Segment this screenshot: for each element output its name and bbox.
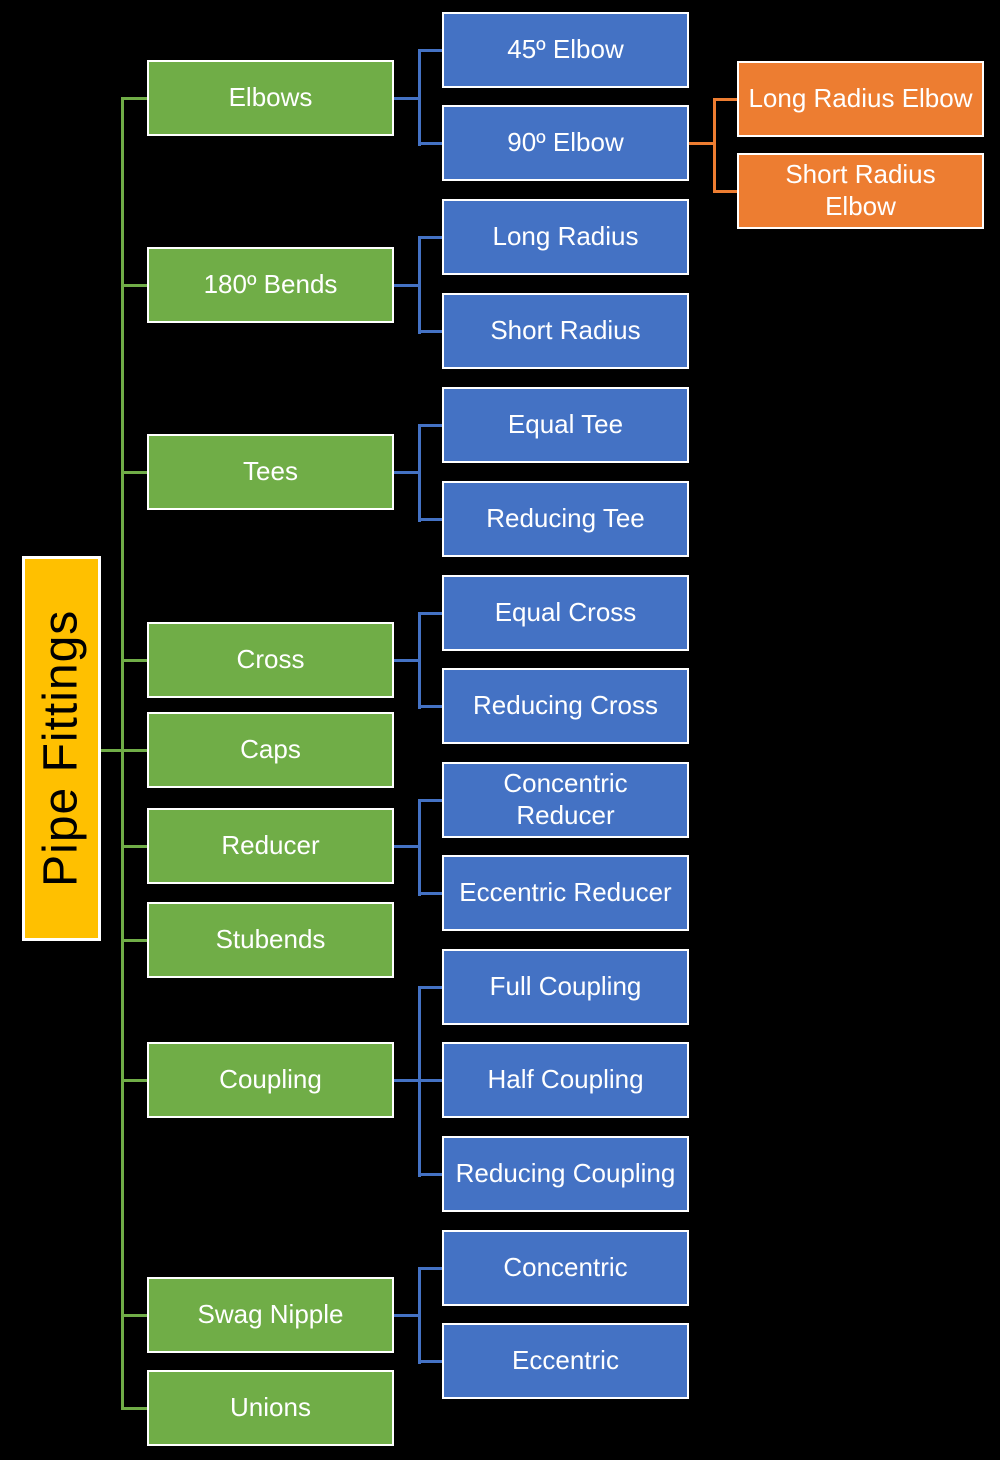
connector-180-bends-v: [418, 236, 421, 334]
node-swag-nipple: Swag Nipple: [147, 1277, 394, 1353]
stub-reducing-coupling: [418, 1173, 445, 1176]
branch-stub-cross: [121, 659, 150, 662]
node-concentric-reducer: Concentric Reducer: [442, 762, 689, 838]
stub-full-coupling: [418, 986, 445, 989]
stub-eccentric-reducer: [418, 892, 445, 895]
branch-stub-swag-nipple: [121, 1314, 150, 1317]
stub-long-radius-elbow: [713, 98, 740, 101]
branch-stub-unions: [121, 1407, 150, 1410]
node-reducing-coupling: Reducing Coupling: [442, 1136, 689, 1212]
connector-90-elbow-h: [685, 142, 716, 145]
node-half-coupling: Half Coupling: [442, 1042, 689, 1118]
node-stubends: Stubends: [147, 902, 394, 978]
branch-stub-coupling: [121, 1079, 150, 1082]
connector-tees-h: [391, 471, 421, 474]
node-eccentric-reducer: Eccentric Reducer: [442, 855, 689, 931]
branch-stub-reducer: [121, 845, 150, 848]
node-pipe-fittings: Pipe Fittings: [22, 556, 101, 941]
stub-long-radius: [418, 236, 445, 239]
branch-stub-stubends: [121, 939, 150, 942]
stub-reducing-cross: [418, 705, 445, 708]
node-180-bends: 180º Bends: [147, 247, 394, 323]
connector-elbows-h: [391, 97, 421, 100]
node-long-radius-elbow: Long Radius Elbow: [737, 61, 984, 137]
node-equal-tee: Equal Tee: [442, 387, 689, 463]
pipe-fittings-label: Pipe Fittings: [34, 609, 88, 888]
stub-short-radius: [418, 330, 445, 333]
connector-swag-nipple-h: [391, 1314, 421, 1317]
connector-cross-v: [418, 612, 421, 709]
node-reducing-cross: Reducing Cross: [442, 668, 689, 744]
stub-concentric: [418, 1267, 445, 1270]
node-coupling: Coupling: [147, 1042, 394, 1118]
connector-cross-h: [391, 659, 421, 662]
stub-45-elbow: [418, 49, 445, 52]
node-caps: Caps: [147, 712, 394, 788]
connector-swag-nipple-v: [418, 1267, 421, 1364]
node-unions: Unions: [147, 1370, 394, 1446]
connector-reducer-h: [391, 845, 421, 848]
stub-eccentric: [418, 1360, 445, 1363]
connector-reducer-v: [418, 799, 421, 896]
connector-elbows-v: [418, 49, 421, 146]
branch-stub-180-bends: [121, 284, 150, 287]
stub-concentric-reducer: [418, 799, 445, 802]
branch-stub-elbows: [121, 97, 150, 100]
root-connector-line: [98, 749, 124, 752]
stub-equal-tee: [418, 424, 445, 427]
node-reducing-tee: Reducing Tee: [442, 481, 689, 557]
branch-stub-tees: [121, 471, 150, 474]
node-short-radius-elbow: Short Radius Elbow: [737, 153, 984, 229]
node-reducer: Reducer: [147, 808, 394, 884]
node-90-elbow: 90º Elbow: [442, 105, 689, 181]
node-concentric: Concentric: [442, 1230, 689, 1306]
node-full-coupling: Full Coupling: [442, 949, 689, 1025]
node-tees: Tees: [147, 434, 394, 510]
node-elbows: Elbows: [147, 60, 394, 136]
connector-tees-v: [418, 424, 421, 522]
node-short-radius: Short Radius: [442, 293, 689, 369]
stub-equal-cross: [418, 612, 445, 615]
node-cross: Cross: [147, 622, 394, 698]
connector-coupling-v: [418, 986, 421, 1177]
connector-90-elbow-v: [713, 98, 716, 193]
stub-short-radius-elbow: [713, 190, 740, 193]
connector-180-bends-h: [391, 284, 421, 287]
node-45-elbow: 45º Elbow: [442, 12, 689, 88]
node-long-radius: Long Radius: [442, 199, 689, 275]
stub-reducing-tee: [418, 518, 445, 521]
trunk-line: [121, 97, 124, 1410]
node-eccentric: Eccentric: [442, 1323, 689, 1399]
node-equal-cross: Equal Cross: [442, 575, 689, 651]
branch-stub-caps: [121, 749, 150, 752]
stub-90-elbow: [418, 142, 445, 145]
